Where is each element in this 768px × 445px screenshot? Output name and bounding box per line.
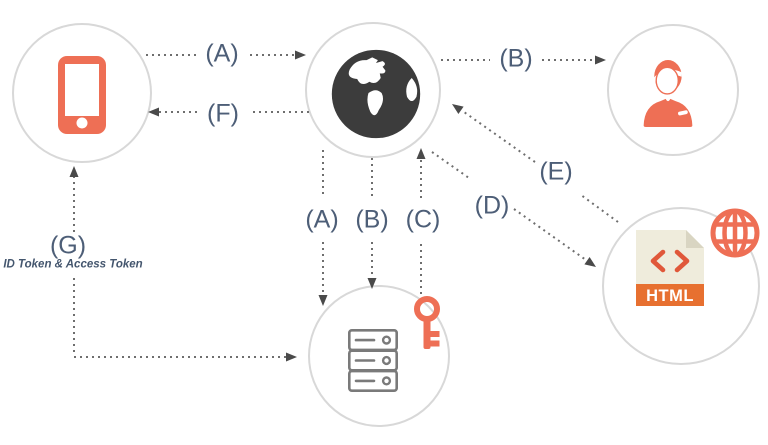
- code-bracket-right-icon: [674, 249, 690, 273]
- html-banner: [636, 284, 704, 306]
- server-icon: [348, 329, 398, 392]
- html-file-icon: HTML: [636, 230, 704, 306]
- label-g-caption: ID Token & Access Token: [3, 258, 143, 271]
- label-step-g: (G): [49, 231, 87, 260]
- label-step-b-mid: (B): [355, 205, 389, 234]
- label-step-c: (C): [405, 205, 441, 234]
- person-icon: [643, 60, 693, 127]
- label-step-a-mid: (A): [305, 205, 339, 234]
- label-step-a-top: (A): [205, 39, 239, 68]
- globe-wireframe-icon: [710, 208, 760, 258]
- label-step-b-top: (B): [499, 44, 533, 73]
- key-icon: [414, 296, 440, 349]
- label-step-e: (E): [539, 157, 573, 186]
- html-banner-label: HTML: [646, 287, 694, 305]
- smartphone-icon: [58, 56, 106, 134]
- label-step-d: (D): [474, 191, 510, 220]
- label-step-f: (F): [207, 99, 239, 128]
- globe-icon: [331, 49, 421, 139]
- code-bracket-left-icon: [650, 249, 666, 273]
